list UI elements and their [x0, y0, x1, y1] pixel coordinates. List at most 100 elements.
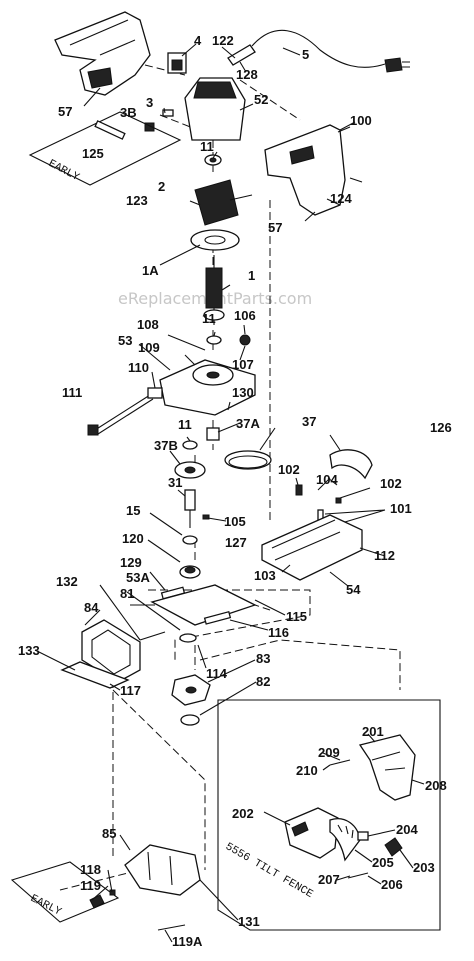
part-11-bearing-lower [182, 440, 198, 450]
part-106-nut [239, 334, 251, 346]
part-81-washer [179, 633, 197, 643]
label-4: 4 [194, 33, 202, 48]
label-125: 125 [82, 146, 104, 161]
label-117: 117 [120, 683, 141, 698]
part-206-screw [347, 872, 369, 879]
part-3-screw [162, 109, 174, 117]
label-127: 127 [225, 535, 247, 550]
label-108: 108 [137, 317, 159, 332]
part-4-brush-holder [167, 52, 187, 74]
label-209: 209 [318, 745, 340, 760]
early-top-box [28, 111, 182, 186]
part-3b-nut [144, 122, 155, 132]
label-110: 110 [128, 360, 149, 375]
label-37: 37 [302, 414, 316, 429]
early-top-note: EARLY [46, 158, 81, 184]
part-119a-screw [157, 924, 186, 931]
label-100: 100 [350, 113, 372, 128]
label-3: 3 [146, 95, 153, 110]
label-105: 105 [224, 514, 246, 529]
part-15-bearing [182, 535, 198, 545]
label-130: 130 [232, 385, 254, 400]
part-205-scale [329, 818, 361, 862]
part-1-armature [203, 255, 225, 325]
label-123: 123 [126, 193, 148, 208]
label-132: 132 [56, 574, 78, 589]
label-84: 84 [84, 600, 99, 615]
label-112: 112 [374, 548, 395, 563]
label-205: 205 [372, 855, 394, 870]
label-203: 203 [413, 860, 435, 875]
label-119a: 119A [172, 934, 203, 949]
label-11-mid: 11 [202, 311, 216, 326]
label-202: 202 [232, 806, 254, 821]
label-11-upper: 11 [200, 139, 214, 154]
label-3b: 3B [120, 105, 137, 120]
label-52: 52 [254, 92, 268, 107]
label-53a: 53A [126, 570, 150, 585]
label-124: 124 [330, 191, 352, 206]
label-1a: 1A [142, 263, 159, 278]
part-37a-pin [206, 427, 220, 441]
label-122: 122 [212, 33, 234, 48]
label-57-right: 57 [268, 220, 282, 235]
label-104: 104 [316, 472, 338, 487]
part-11-bearing-mid [206, 335, 222, 345]
part-82-clamp-washer [180, 714, 200, 726]
label-54: 54 [346, 582, 361, 597]
label-2: 2 [158, 179, 165, 194]
part-105-pin [202, 514, 210, 520]
label-81: 81 [120, 586, 134, 601]
part-37b-gear [174, 461, 206, 479]
part-204-knob [357, 831, 369, 841]
part-128-terminal [227, 44, 256, 66]
label-37b: 37B [154, 438, 178, 453]
label-133: 133 [18, 643, 40, 658]
label-210: 210 [296, 763, 318, 778]
label-208: 208 [425, 778, 447, 793]
part-120-gear [179, 565, 201, 579]
assembly-dashed-lines [59, 64, 401, 891]
part-203-knob [384, 837, 403, 857]
part-1a-baffle [190, 229, 240, 251]
part-5-power-cord [251, 29, 410, 73]
label-53: 53 [118, 333, 132, 348]
label-114: 114 [206, 666, 228, 681]
label-101: 101 [390, 501, 412, 516]
label-102-left: 102 [278, 462, 300, 477]
part-132-screw [139, 631, 166, 641]
label-57-upper: 57 [58, 104, 72, 119]
part-57-upper-bracket [54, 11, 151, 96]
part-2-field-coil [194, 179, 253, 226]
part-126-guard [329, 449, 373, 480]
part-53a-plate [150, 584, 257, 626]
label-129: 129 [120, 555, 142, 570]
label-15: 15 [126, 503, 140, 518]
early-bottom-note: EARLY [28, 893, 63, 919]
label-118: 118 [80, 862, 101, 877]
label-126: 126 [430, 420, 452, 435]
part-202-bracket [284, 807, 339, 859]
tilt-fence-box [217, 699, 441, 931]
part-37-ring [224, 450, 272, 470]
part-102-clip-right [335, 497, 342, 504]
label-207: 207 [318, 872, 340, 887]
label-128: 128 [236, 67, 258, 82]
part-11-bearing-upper [204, 154, 222, 166]
label-201: 201 [362, 724, 384, 739]
label-119: 119 [80, 878, 101, 893]
part-133-pad [60, 661, 130, 689]
label-109: 109 [138, 340, 160, 355]
part-85-lower-base [124, 844, 201, 896]
label-1: 1 [248, 268, 255, 283]
label-116: 116 [268, 625, 289, 640]
label-5: 5 [302, 47, 309, 62]
label-120: 120 [122, 531, 144, 546]
label-102-right: 102 [380, 476, 402, 491]
label-206: 206 [381, 877, 403, 892]
label-11-lower: 11 [178, 417, 192, 432]
label-37a: 37A [236, 416, 260, 431]
label-83: 83 [256, 651, 270, 666]
label-107: 107 [232, 357, 254, 372]
